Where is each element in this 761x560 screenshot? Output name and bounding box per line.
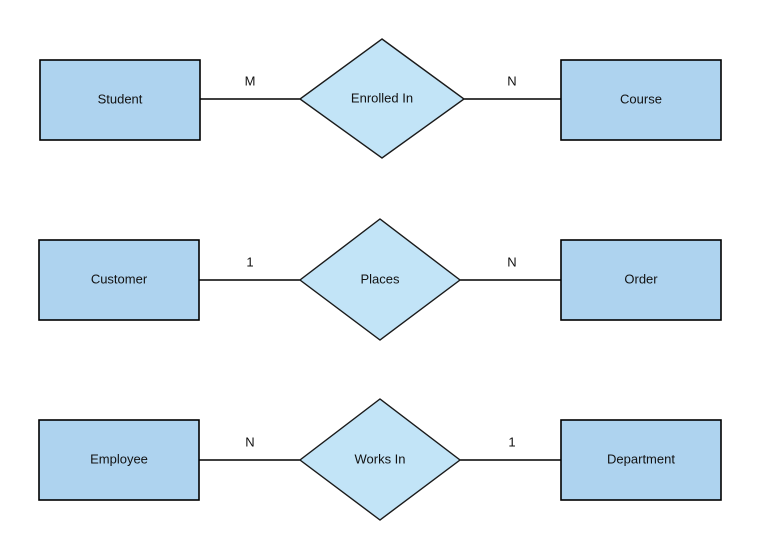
entity-label-employee: Employee [90,451,148,466]
cardinality-label-student-side: M [245,73,256,88]
relationship-group-row2: Customer Places Order 1 N [38,218,722,341]
entity-label-course: Course [620,91,662,106]
entity-label-student: Student [98,91,143,106]
cardinality-label-customer-side: 1 [246,254,253,269]
entity-box-department[interactable] [560,419,722,501]
cardinality-label-order-side: N [507,254,516,269]
entity-box-customer[interactable] [38,239,200,321]
relationship-label-works-in: Works In [354,451,405,466]
entity-label-order: Order [624,271,658,286]
cardinality-label-course-side: N [507,73,516,88]
entity-box-student[interactable] [39,59,201,141]
relationship-diamond-places[interactable] [298,218,462,341]
entity-box-employee[interactable] [38,419,200,501]
relationship-group-row1: Student Enrolled In Course M N [39,38,722,159]
relationship-label-enrolled-in: Enrolled In [351,90,413,105]
cardinality-label-department-side: 1 [508,434,515,449]
entity-box-course[interactable] [560,59,722,141]
relationship-label-places: Places [360,271,400,286]
relationship-group-row3: Employee Works In Department N 1 [38,398,722,521]
entity-label-customer: Customer [91,271,148,286]
relationship-diamond-enrolled-in[interactable] [298,38,466,159]
cardinality-label-employee-side: N [245,434,254,449]
entity-box-order[interactable] [560,239,722,321]
relationship-diamond-works-in[interactable] [298,398,462,521]
entity-label-department: Department [607,451,675,466]
